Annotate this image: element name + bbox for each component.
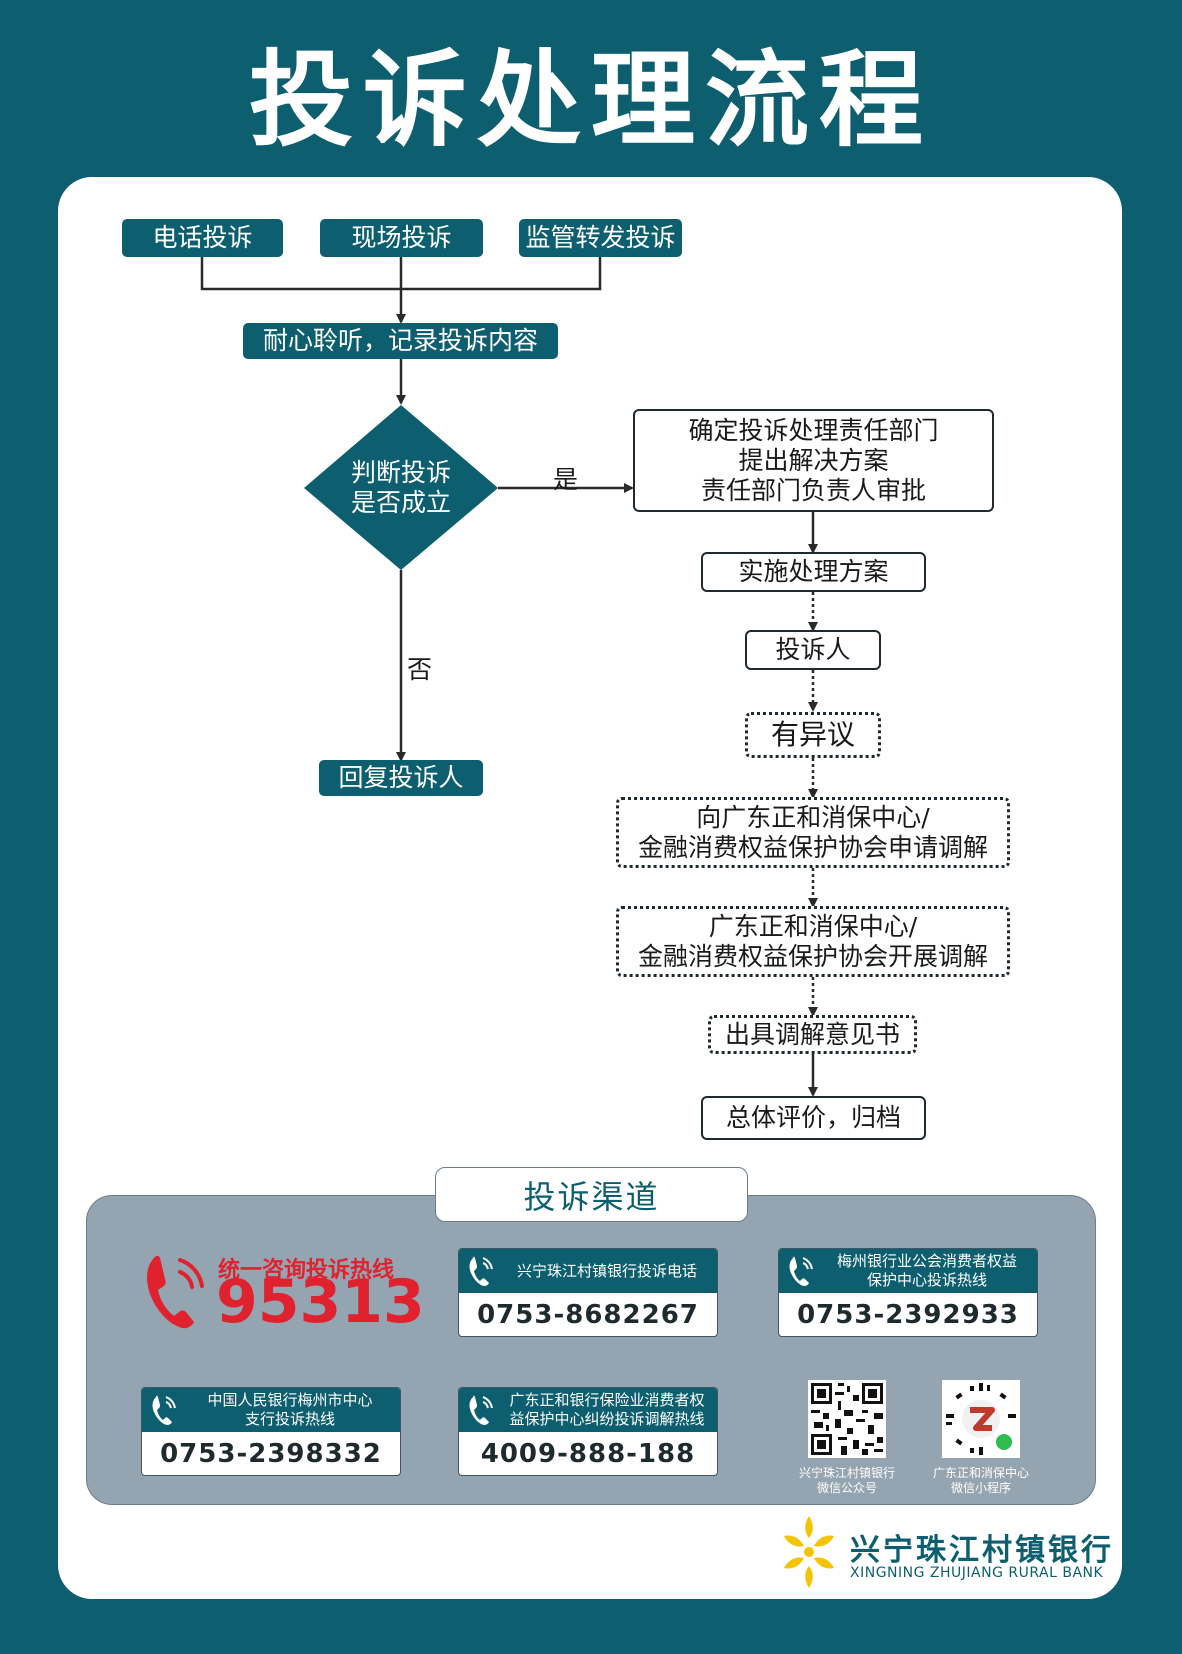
phone-icon <box>142 1388 186 1432</box>
phone-icon <box>147 1255 204 1329</box>
label-no: 否 <box>407 655 433 684</box>
hotline-number: 95313 <box>216 1267 425 1337</box>
channel-card-label: 梅州银行业公会消费者权益 保护中心投诉热线 <box>836 1252 1017 1289</box>
source-onsite-complaint: 现场投诉 <box>320 219 483 257</box>
phone-icon <box>779 1249 823 1293</box>
page-title: 投诉处理流程 <box>248 39 933 161</box>
step-complainant: 投诉人 <box>745 630 881 670</box>
channels-title: 投诉渠道 <box>435 1167 748 1222</box>
step-judge: 判断投诉 是否成立 <box>350 458 451 517</box>
step-apply-mediation: 向广东正和消保中心/ 金融消费权益保护协会申请调解 <box>616 797 1010 868</box>
decision-diamond <box>304 405 498 570</box>
step-objection: 有异议 <box>745 712 881 758</box>
channel-card-number: 0753-8682267 <box>477 1299 699 1330</box>
channel-card-number: 0753-2392933 <box>797 1299 1019 1330</box>
channel-card-number: 0753-2398332 <box>160 1438 382 1469</box>
step-opinion: 出具调解意见书 <box>708 1015 917 1054</box>
channel-card-bank: 兴宁珠江村镇银行投诉电话 0753-8682267 <box>458 1248 718 1337</box>
channel-card-association: 梅州银行业公会消费者权益 保护中心投诉热线 0753-2392933 <box>778 1248 1038 1337</box>
channel-card-number: 4009-888-188 <box>480 1438 696 1469</box>
qr-code-icon <box>808 1380 886 1458</box>
channel-card-zhenghe: 广东正和银行保险业消费者权 益保护中心纠纷投诉调解热线 4009-888-188 <box>458 1387 718 1476</box>
qr-caption: 广东正和消保中心 微信小程序 <box>932 1466 1029 1495</box>
channel-card-label: 广东正和银行保险业消费者权 益保护中心纠纷投诉调解热线 <box>509 1391 705 1428</box>
step-determine: 确定投诉处理责任部门 提出解决方案 责任部门负责人审批 <box>633 409 994 512</box>
channel-card-label: 兴宁珠江村镇银行投诉电话 <box>516 1261 697 1280</box>
step-implement: 实施处理方案 <box>701 552 926 592</box>
source-phone-complaint: 电话投诉 <box>122 219 283 257</box>
step-record: 耐心聆听，记录投诉内容 <box>243 323 558 359</box>
source-regulator-complaint: 监管转发投诉 <box>519 219 682 257</box>
phone-icon <box>459 1249 503 1293</box>
hotline-label: 统一咨询投诉热线 <box>218 1258 395 1283</box>
phone-icon <box>459 1388 503 1432</box>
qr-caption: 兴宁珠江村镇银行 微信公众号 <box>798 1466 895 1495</box>
brand-name: 兴宁珠江村镇银行 <box>850 1533 1114 1568</box>
step-reply: 回复投诉人 <box>319 760 483 796</box>
label-yes: 是 <box>553 465 579 494</box>
brand-name-en: XINGNING ZHUJIANG RURAL BANK <box>850 1565 1104 1581</box>
qr-code-icon <box>942 1380 1020 1458</box>
bank-logo-icon <box>784 1516 834 1588</box>
channel-card-pboc: 中国人民银行梅州市中心 支行投诉热线 0753-2398332 <box>141 1387 401 1476</box>
channel-card-label: 中国人民银行梅州市中心 支行投诉热线 <box>207 1391 373 1428</box>
step-mediation: 广东正和消保中心/ 金融消费权益保护协会开展调解 <box>616 906 1010 977</box>
step-archive: 总体评价，归档 <box>701 1096 926 1140</box>
